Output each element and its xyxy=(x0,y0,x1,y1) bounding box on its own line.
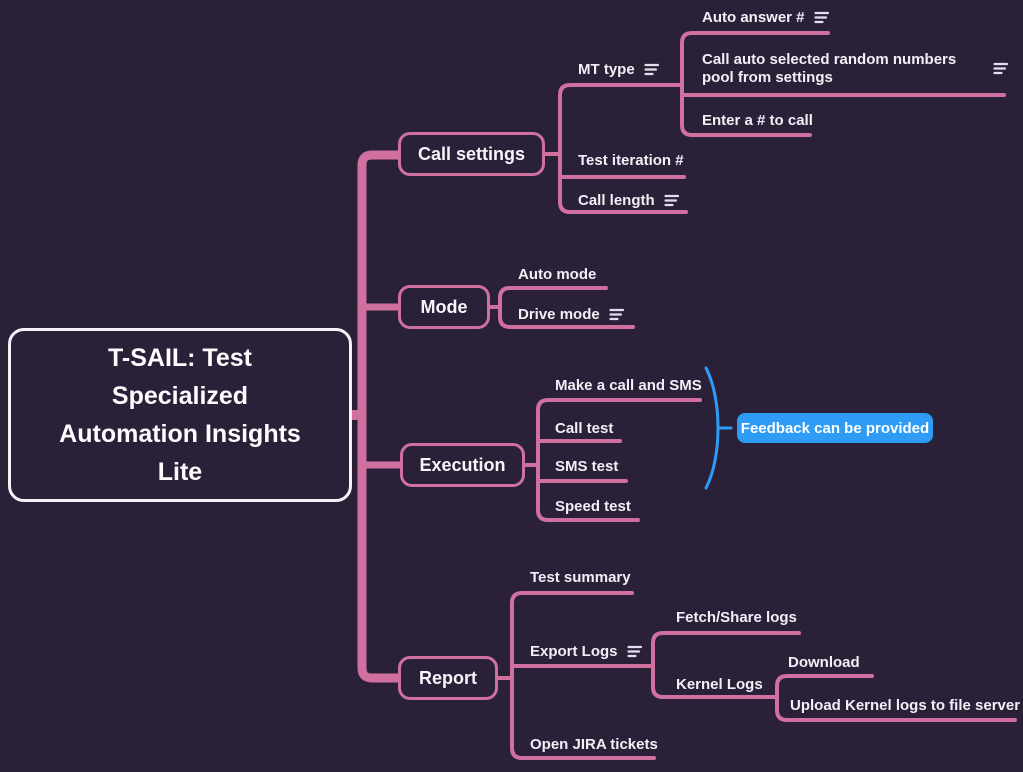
subtopic-fetch-share-logs[interactable]: Fetch/Share logs xyxy=(676,609,797,626)
subtopic-open-jira[interactable]: Open JIRA tickets xyxy=(530,736,658,753)
notes-icon[interactable] xyxy=(644,63,660,76)
subtopic-mt-type[interactable]: MT type xyxy=(578,61,660,78)
subtopic-export-logs[interactable]: Export Logs xyxy=(530,643,643,660)
topic-mode-label: Mode xyxy=(420,296,468,317)
subtopic-call-test[interactable]: Call test xyxy=(555,420,614,437)
notes-icon[interactable] xyxy=(626,645,643,658)
root-topic-label: T-SAIL: Test Specialized Automation Insi… xyxy=(59,344,301,486)
subtopic-download[interactable]: Download xyxy=(788,654,860,671)
subtopic-test-iteration[interactable]: Test iteration # xyxy=(578,152,684,169)
root-topic[interactable]: T-SAIL: Test Specialized Automation Insi… xyxy=(8,328,352,502)
notes-icon[interactable] xyxy=(993,62,1009,75)
subtopic-drive-mode[interactable]: Drive mode xyxy=(518,306,625,323)
subtopic-speed-test[interactable]: Speed test xyxy=(555,498,631,515)
subtopic-upload-kernel-logs[interactable]: Upload Kernel logs to file server xyxy=(790,697,1021,714)
topic-mode[interactable]: Mode xyxy=(398,285,490,329)
subtopic-make-call-sms[interactable]: Make a call and SMS xyxy=(555,377,702,394)
notes-icon[interactable] xyxy=(813,11,830,24)
group-brace xyxy=(704,366,733,490)
topic-report[interactable]: Report xyxy=(398,656,498,700)
topic-call-settings-label: Call settings xyxy=(417,143,526,164)
subtopic-sms-test[interactable]: SMS test xyxy=(555,458,619,475)
subtopic-test-summary[interactable]: Test summary xyxy=(530,569,631,586)
feedback-callout[interactable]: Feedback can be provided xyxy=(737,413,933,443)
topic-report-label: Report xyxy=(419,667,477,688)
subtopic-kernel-logs[interactable]: Kernel Logs xyxy=(676,676,763,693)
topic-execution-label: Execution xyxy=(419,454,506,475)
topic-execution[interactable]: Execution xyxy=(400,443,525,487)
subtopic-call-length[interactable]: Call length xyxy=(578,192,680,209)
topic-call-settings[interactable]: Call settings xyxy=(398,132,545,176)
subtopic-auto-mode[interactable]: Auto mode xyxy=(518,266,597,283)
subtopic-auto-answer[interactable]: Auto answer # xyxy=(702,9,830,26)
notes-icon[interactable] xyxy=(609,308,625,321)
subtopic-call-auto-random-pool[interactable]: Call auto selected random numbers pool f… xyxy=(702,51,1009,86)
subtopic-enter-number[interactable]: Enter a # to call xyxy=(702,112,813,129)
notes-icon[interactable] xyxy=(664,194,680,207)
feedback-callout-label: Feedback can be provided xyxy=(740,419,930,437)
